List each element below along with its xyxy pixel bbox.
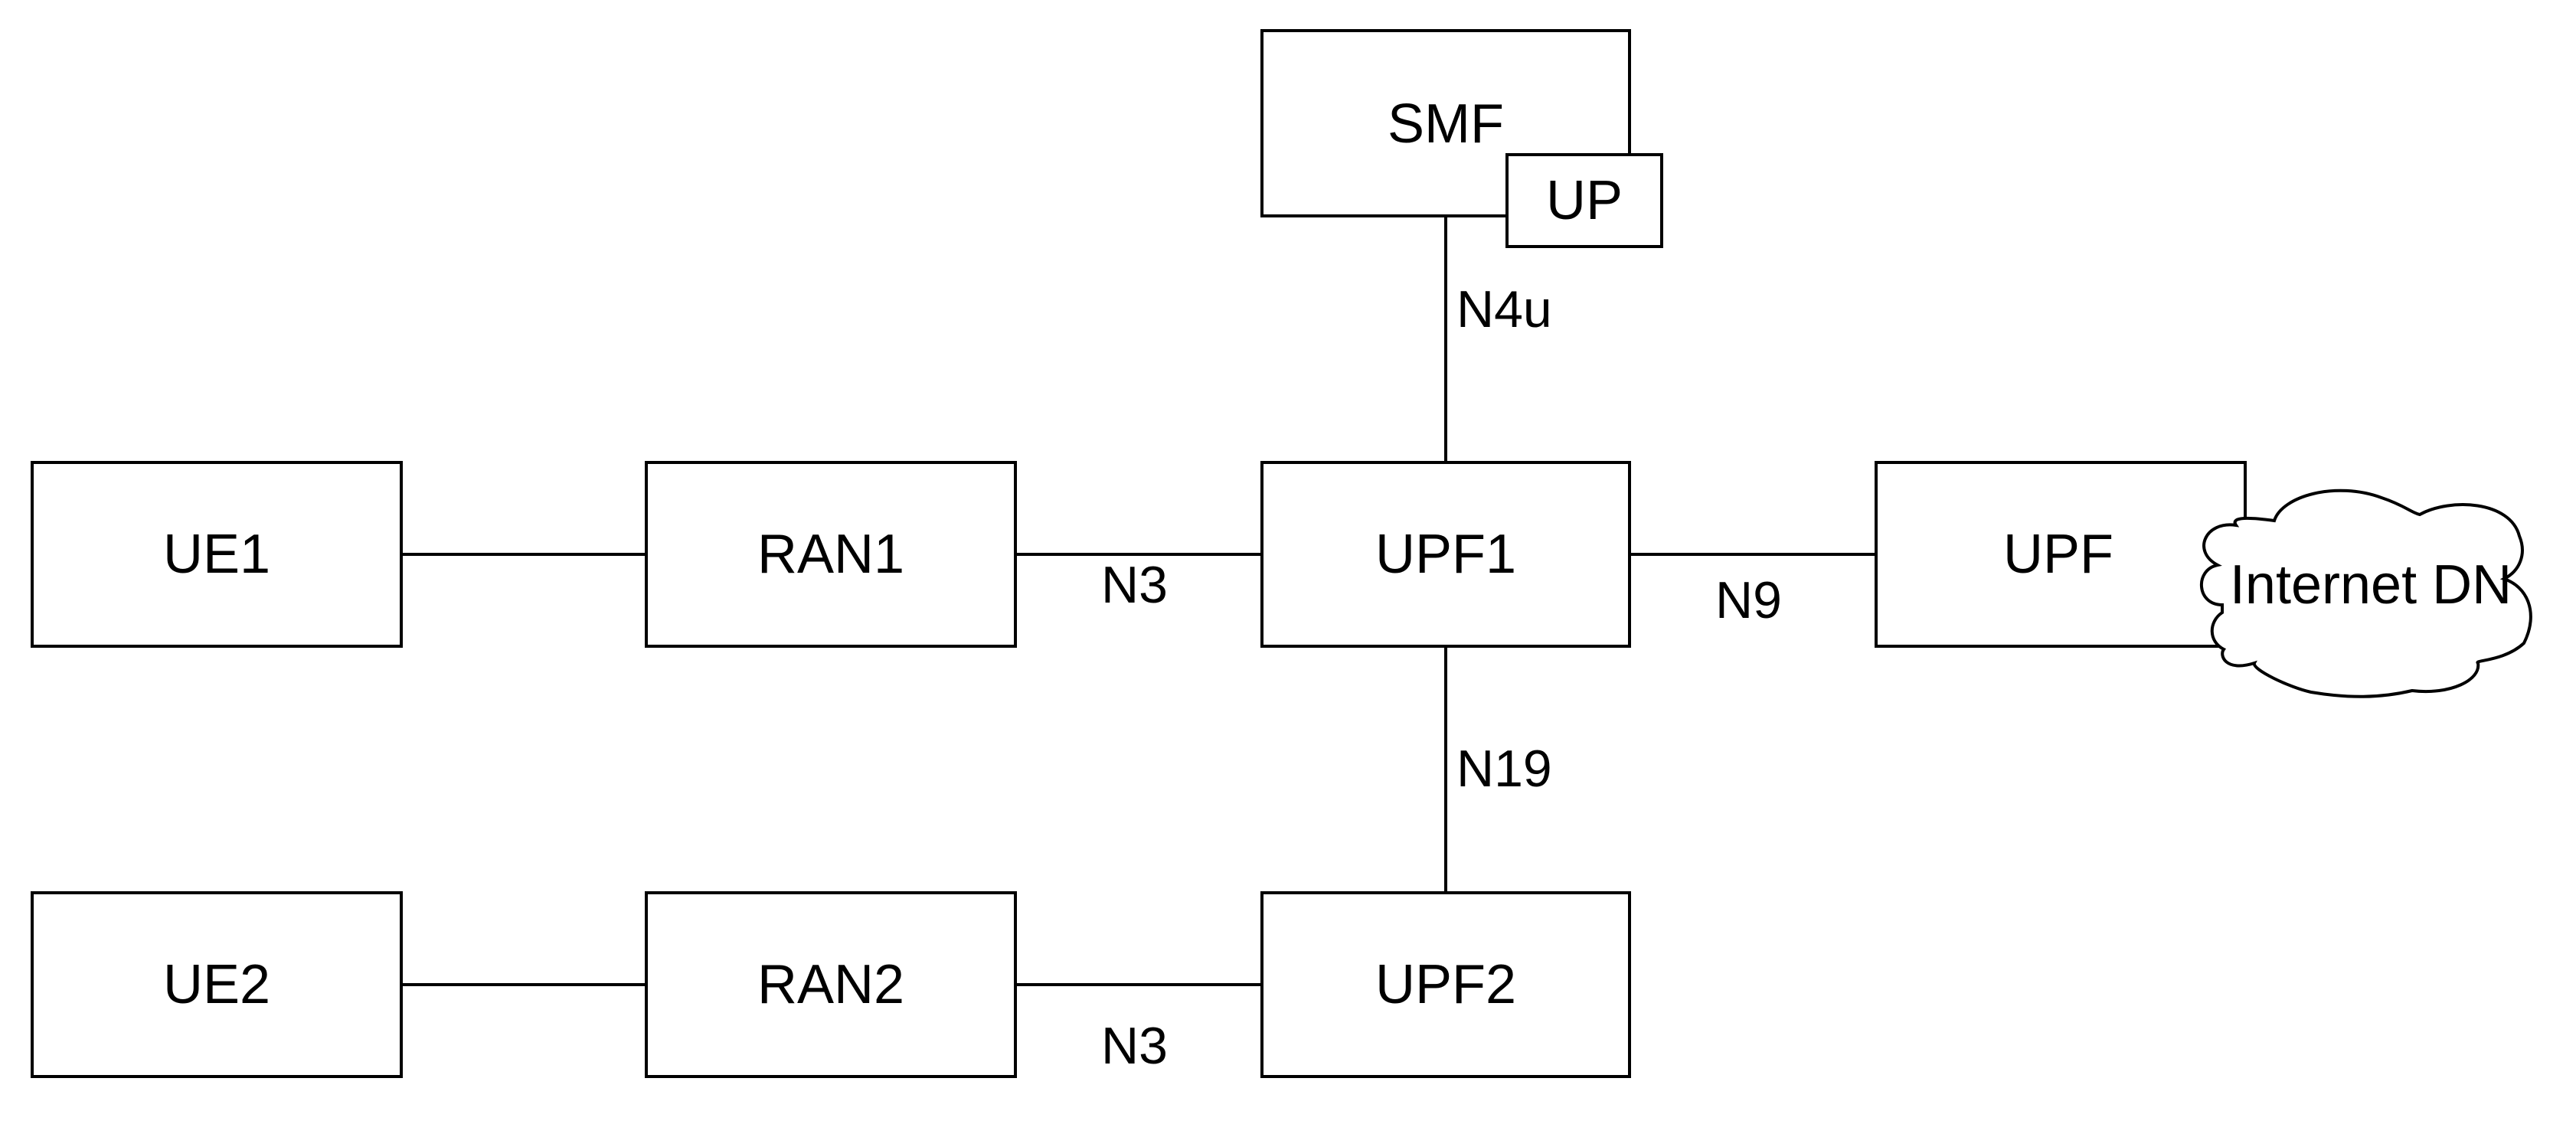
smf-label: SMF <box>1388 93 1504 155</box>
internet-dn-label: Internet DN <box>2230 554 2512 616</box>
up-label: UP <box>1546 170 1623 231</box>
cloud-icon <box>2199 488 2532 698</box>
interface-label-n4u: N4u <box>1456 280 1552 338</box>
ue2-node: UE2 <box>31 891 403 1078</box>
ran2-node: RAN2 <box>645 891 1017 1078</box>
up-node: UP <box>1505 153 1663 248</box>
upf-node: UPF <box>1875 461 2247 648</box>
ran2-label: RAN2 <box>757 954 904 1015</box>
upf2-label: UPF2 <box>1375 954 1516 1015</box>
interface-label-n9: N9 <box>1715 571 1782 629</box>
ran1-node: RAN1 <box>645 461 1017 648</box>
internet-dn-cloud: Internet DN <box>2199 488 2532 698</box>
ue1-node: UE1 <box>31 461 403 648</box>
ue1-label: UE1 <box>163 524 270 585</box>
upf-label: UPF <box>2003 524 2113 585</box>
upf1-node: UPF1 <box>1260 461 1631 648</box>
ran1-label: RAN1 <box>757 524 904 585</box>
ue2-label: UE2 <box>163 954 270 1015</box>
upf1-label: UPF1 <box>1375 524 1516 585</box>
interface-label-n3-row2: N3 <box>1101 1017 1168 1075</box>
interface-label-n3-row1: N3 <box>1101 556 1168 614</box>
upf2-node: UPF2 <box>1260 891 1631 1078</box>
interface-label-n19: N19 <box>1456 740 1552 798</box>
